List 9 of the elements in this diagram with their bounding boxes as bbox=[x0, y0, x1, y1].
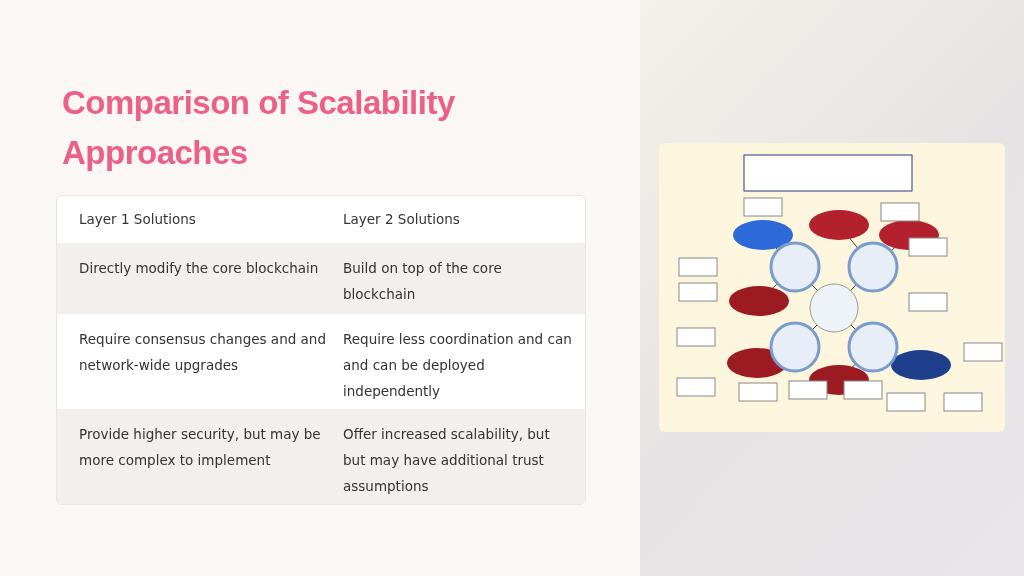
table-cell-text: Provide higher security, but may be more complex to implement bbox=[78, 425, 322, 470]
table-cell-text: Offer increased scalability, but but may have additional trust assumptions bbox=[343, 425, 551, 496]
table-cell-text: Layer 1 Solutions bbox=[78, 210, 197, 229]
table-cell-text: Build on top of the core blockchain bbox=[343, 259, 503, 304]
table-cell-text: Require consensus changes and and network-wide upgrades bbox=[78, 330, 327, 375]
table-cell-text: Directly modify the core blockchain bbox=[78, 259, 320, 278]
slide-title: Comparison of Scalability Approaches bbox=[62, 83, 456, 173]
table-cell-text: Layer 2 Solutions bbox=[343, 210, 461, 229]
table-cell-text: Require less coordination and can and can be deployed independently bbox=[343, 330, 573, 401]
